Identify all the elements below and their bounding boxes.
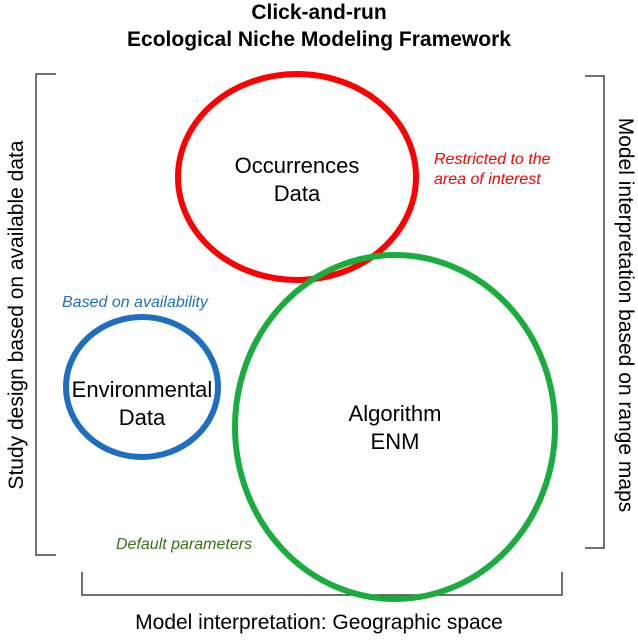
algorithm-annotation-line-1: Default parameters: [116, 536, 253, 553]
right-bracket: [585, 75, 605, 549]
algorithm-circle: [232, 252, 558, 602]
occurrences-annotation-line-2: area of interest: [434, 171, 541, 188]
algorithm-label: Algorithm ENM: [310, 400, 480, 456]
right-side-label: Model interpretation based on range maps: [614, 117, 637, 513]
algorithm-annotation: Default parameters: [116, 535, 252, 555]
environmental-annotation-line-1: Based on availability: [62, 294, 208, 311]
environmental-label: Environmental Data: [62, 376, 222, 432]
environmental-circle: [63, 314, 221, 460]
algorithm-label-line-2: ENM: [370, 429, 420, 454]
algorithm-label-line-1: Algorithm: [348, 401, 442, 426]
occurrences-circle: [175, 71, 419, 283]
bottom-bracket: [81, 572, 563, 596]
title-line-1: Click-and-run: [251, 1, 387, 24]
occurrences-annotation: Restricted to the area of interest: [434, 150, 551, 190]
occurrences-label-line-1: Occurrences: [234, 153, 360, 178]
bottom-label: Model interpretation: Geographic space: [135, 611, 503, 634]
occurrences-annotation-line-1: Restricted to the: [434, 151, 551, 168]
occurrences-label: Occurrences Data: [217, 152, 377, 208]
environmental-label-line-1: Environmental: [71, 377, 213, 402]
environmental-label-line-2: Data: [118, 405, 166, 430]
left-side-label: Study design based on available data: [5, 140, 28, 490]
title-line-2: Ecological Niche Modeling Framework: [127, 28, 511, 51]
environmental-annotation: Based on availability: [62, 293, 208, 313]
left-bracket: [35, 73, 56, 556]
occurrences-label-line-2: Data: [273, 181, 321, 206]
